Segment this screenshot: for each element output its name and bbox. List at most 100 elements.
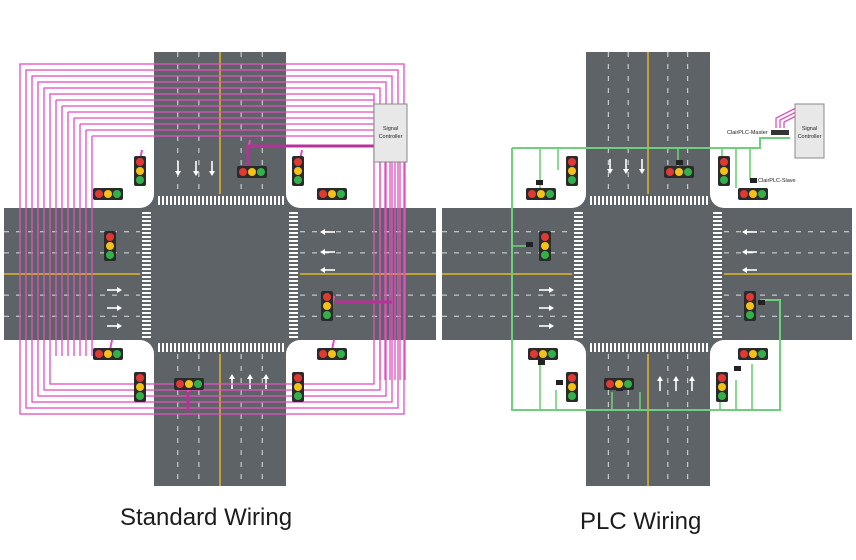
crosswalk-stripe bbox=[713, 264, 722, 266]
crosswalk-stripe bbox=[230, 196, 232, 205]
signal-controller-box: Signal Controller bbox=[373, 103, 408, 163]
crosswalk-stripe bbox=[142, 272, 151, 274]
crosswalk-stripe bbox=[182, 196, 184, 205]
crosswalk-stripe bbox=[702, 196, 704, 205]
crosswalk-stripe bbox=[713, 332, 722, 334]
crosswalk-stripe bbox=[142, 316, 151, 318]
crosswalk-stripe bbox=[574, 232, 583, 234]
traffic-signal-icon bbox=[718, 156, 730, 186]
crosswalk-stripe bbox=[289, 228, 298, 230]
lane-arrow-icon bbox=[320, 229, 335, 235]
crosswalk-stripe bbox=[713, 244, 722, 246]
crosswalk-stripe bbox=[618, 196, 620, 205]
crosswalk-stripe bbox=[289, 248, 298, 250]
crosswalk-stripe bbox=[254, 343, 256, 352]
pink-wire bbox=[246, 144, 378, 172]
crosswalk-stripe bbox=[713, 304, 722, 306]
crosswalk-stripe bbox=[246, 343, 248, 352]
crosswalk-stripe bbox=[142, 320, 151, 322]
traffic-signal-icon bbox=[664, 166, 694, 178]
plc-slave-module bbox=[734, 366, 741, 371]
crosswalk-stripe bbox=[282, 343, 284, 352]
lane-arrow-icon bbox=[689, 376, 695, 391]
lane-arrow-icon bbox=[673, 376, 679, 391]
traffic-signal-icon bbox=[716, 372, 728, 402]
crosswalk-stripe bbox=[574, 320, 583, 322]
crosswalk-stripe bbox=[654, 343, 656, 352]
controller-label-line1: Signal bbox=[802, 126, 817, 132]
crosswalk-stripe bbox=[666, 196, 668, 205]
crosswalk-stripe bbox=[142, 216, 151, 218]
crosswalk-stripe bbox=[690, 196, 692, 205]
pink-wire bbox=[783, 115, 797, 128]
crosswalk-stripe bbox=[238, 196, 240, 205]
crosswalk-stripe bbox=[713, 224, 722, 226]
traffic-signal-icon bbox=[93, 348, 123, 360]
crosswalk-stripe bbox=[282, 196, 284, 205]
controller-label-line2: Controller bbox=[379, 134, 403, 140]
crosswalk-stripe bbox=[713, 288, 722, 290]
crosswalk-stripe bbox=[289, 216, 298, 218]
crosswalk-stripe bbox=[713, 220, 722, 222]
crosswalk-stripe bbox=[210, 196, 212, 205]
pink-wire bbox=[25, 69, 399, 409]
crosswalk-stripe bbox=[713, 260, 722, 262]
crosswalk-stripe bbox=[289, 328, 298, 330]
crosswalk-stripe bbox=[250, 196, 252, 205]
crosswalk-stripe bbox=[178, 343, 180, 352]
traffic-signal-icon bbox=[237, 166, 267, 178]
crosswalk-stripe bbox=[258, 343, 260, 352]
crosswalk-stripe bbox=[630, 196, 632, 205]
signal-controller-box: Signal Controller ClairPLC-Master ClairP… bbox=[727, 103, 825, 184]
crosswalk-stripe bbox=[574, 252, 583, 254]
plc-wiring-intersection: Signal Controller ClairPLC-Master ClairP… bbox=[442, 52, 852, 486]
crosswalk-stripe bbox=[713, 280, 722, 282]
crosswalk-stripe bbox=[590, 343, 592, 352]
crosswalk-stripe bbox=[634, 196, 636, 205]
crosswalk-stripe bbox=[214, 343, 216, 352]
crosswalk-stripe bbox=[622, 196, 624, 205]
crosswalk-stripe bbox=[174, 196, 176, 205]
road-markings bbox=[442, 52, 852, 486]
crosswalk-stripe bbox=[142, 252, 151, 254]
crosswalk-stripe bbox=[574, 256, 583, 258]
lane-arrow-icon bbox=[539, 287, 554, 293]
lane-arrow-icon bbox=[742, 249, 757, 255]
crosswalk-stripe bbox=[713, 216, 722, 218]
crosswalk-stripe bbox=[278, 196, 280, 205]
crosswalk-stripe bbox=[574, 224, 583, 226]
crosswalk-stripe bbox=[186, 343, 188, 352]
crosswalk-stripe bbox=[142, 240, 151, 242]
plc-slave-module bbox=[676, 160, 683, 165]
crosswalk-stripe bbox=[289, 336, 298, 338]
crosswalk-stripe bbox=[598, 196, 600, 205]
crosswalk-stripe bbox=[289, 288, 298, 290]
plc-master-module bbox=[771, 130, 789, 135]
traffic-signal-icon bbox=[738, 188, 768, 200]
crosswalk-stripe bbox=[246, 196, 248, 205]
crosswalk-stripe bbox=[142, 328, 151, 330]
crosswalk-stripe bbox=[142, 236, 151, 238]
crosswalk-stripe bbox=[226, 343, 228, 352]
crosswalk-stripe bbox=[158, 343, 160, 352]
crosswalk-stripe bbox=[698, 343, 700, 352]
lane-arrow-icon bbox=[539, 305, 554, 311]
crosswalk-stripe bbox=[289, 212, 298, 214]
crosswalk-stripe bbox=[142, 284, 151, 286]
crosswalk-stripe bbox=[626, 196, 628, 205]
controller-label-line2: Controller bbox=[798, 134, 822, 140]
crosswalk-stripe bbox=[574, 324, 583, 326]
lane-arrow-icon bbox=[263, 374, 269, 389]
crosswalk-stripe bbox=[289, 260, 298, 262]
crosswalk-stripe bbox=[142, 304, 151, 306]
crosswalk-stripe bbox=[289, 272, 298, 274]
crosswalk-stripe bbox=[642, 196, 644, 205]
crosswalk-stripe bbox=[198, 343, 200, 352]
crosswalk-stripe bbox=[602, 196, 604, 205]
crosswalk-stripe bbox=[574, 312, 583, 314]
crosswalk-stripe bbox=[289, 296, 298, 298]
controller-label-line1: Signal bbox=[383, 126, 398, 132]
crosswalk-stripe bbox=[289, 220, 298, 222]
crosswalk-stripe bbox=[198, 196, 200, 205]
crosswalk-stripe bbox=[142, 280, 151, 282]
